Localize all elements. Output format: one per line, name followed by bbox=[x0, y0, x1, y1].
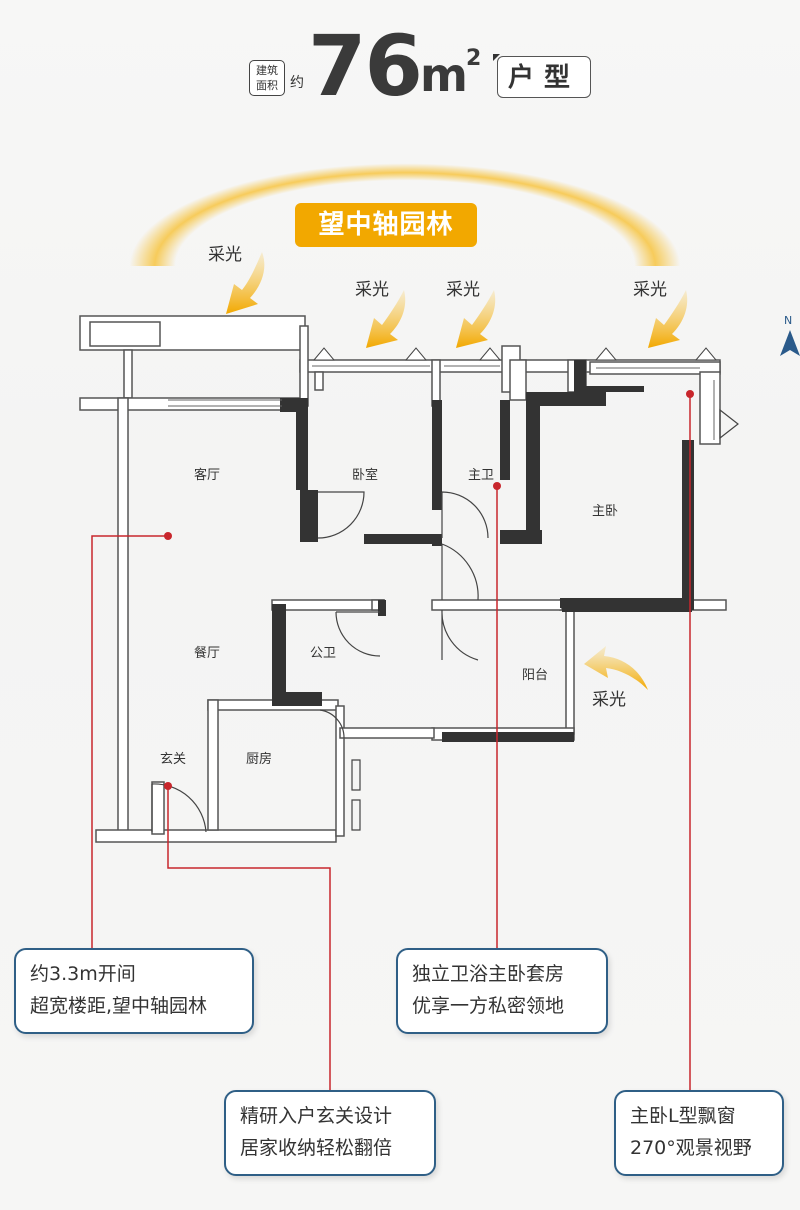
area-badge: 建筑 面积 bbox=[249, 60, 285, 96]
room-balcony: 阳台 bbox=[522, 668, 549, 683]
light-label: 采光 bbox=[208, 245, 242, 265]
callout-line: 约3.3m开间 bbox=[30, 963, 136, 985]
north-compass-icon bbox=[780, 330, 800, 356]
type-corner-icon bbox=[493, 54, 500, 61]
unit-type-label: 户型 bbox=[497, 56, 591, 98]
callout-line: 超宽楼距,望中轴园林 bbox=[30, 995, 208, 1017]
room-master-bath: 主卫 bbox=[468, 468, 495, 483]
callout-line: 独立卫浴主卧套房 bbox=[412, 963, 565, 985]
area-unit-superscript: 2 bbox=[466, 46, 482, 71]
room-dining: 餐厅 bbox=[194, 646, 221, 661]
callout-line: 优享一方私密领地 bbox=[412, 995, 565, 1017]
area-unit: m bbox=[420, 48, 468, 102]
room-master-bedroom: 主卧 bbox=[592, 504, 619, 519]
light-label: 采光 bbox=[355, 280, 389, 300]
callout-entrance: 精研入户玄关设计 居家收纳轻松翻倍 bbox=[224, 1090, 436, 1176]
area-approx: 约 bbox=[290, 75, 304, 91]
light-label: 采光 bbox=[446, 280, 480, 300]
garden-view-label: 望中轴园林 bbox=[295, 203, 477, 247]
area-value: 76 bbox=[308, 17, 423, 115]
callout-master-suite: 独立卫浴主卧套房 优享一方私密领地 bbox=[396, 948, 608, 1034]
room-public-bath: 公卫 bbox=[310, 646, 337, 661]
sunlight-arrow-icon bbox=[226, 252, 688, 690]
callout-living-width: 约3.3m开间 超宽楼距,望中轴园林 bbox=[14, 948, 254, 1034]
room-living: 客厅 bbox=[194, 468, 221, 483]
callout-line: 主卧L型飘窗 bbox=[630, 1105, 736, 1127]
light-label: 采光 bbox=[592, 690, 626, 710]
room-bedroom: 卧室 bbox=[352, 468, 379, 483]
room-kitchen: 厨房 bbox=[246, 752, 273, 767]
callout-bay-window: 主卧L型飘窗 270°观景视野 bbox=[614, 1090, 784, 1176]
room-entrance: 玄关 bbox=[160, 752, 187, 767]
area-badge-line1: 建筑 bbox=[256, 64, 278, 77]
callout-line: 精研入户玄关设计 bbox=[240, 1105, 393, 1127]
header: 建筑 面积 约 76 m 2 户型 bbox=[0, 0, 800, 120]
light-label: 采光 bbox=[633, 280, 667, 300]
callout-line: 270°观景视野 bbox=[630, 1137, 752, 1159]
north-label: N bbox=[784, 314, 793, 327]
area-badge-line2: 面积 bbox=[256, 79, 278, 92]
callout-line: 居家收纳轻松翻倍 bbox=[240, 1137, 393, 1159]
